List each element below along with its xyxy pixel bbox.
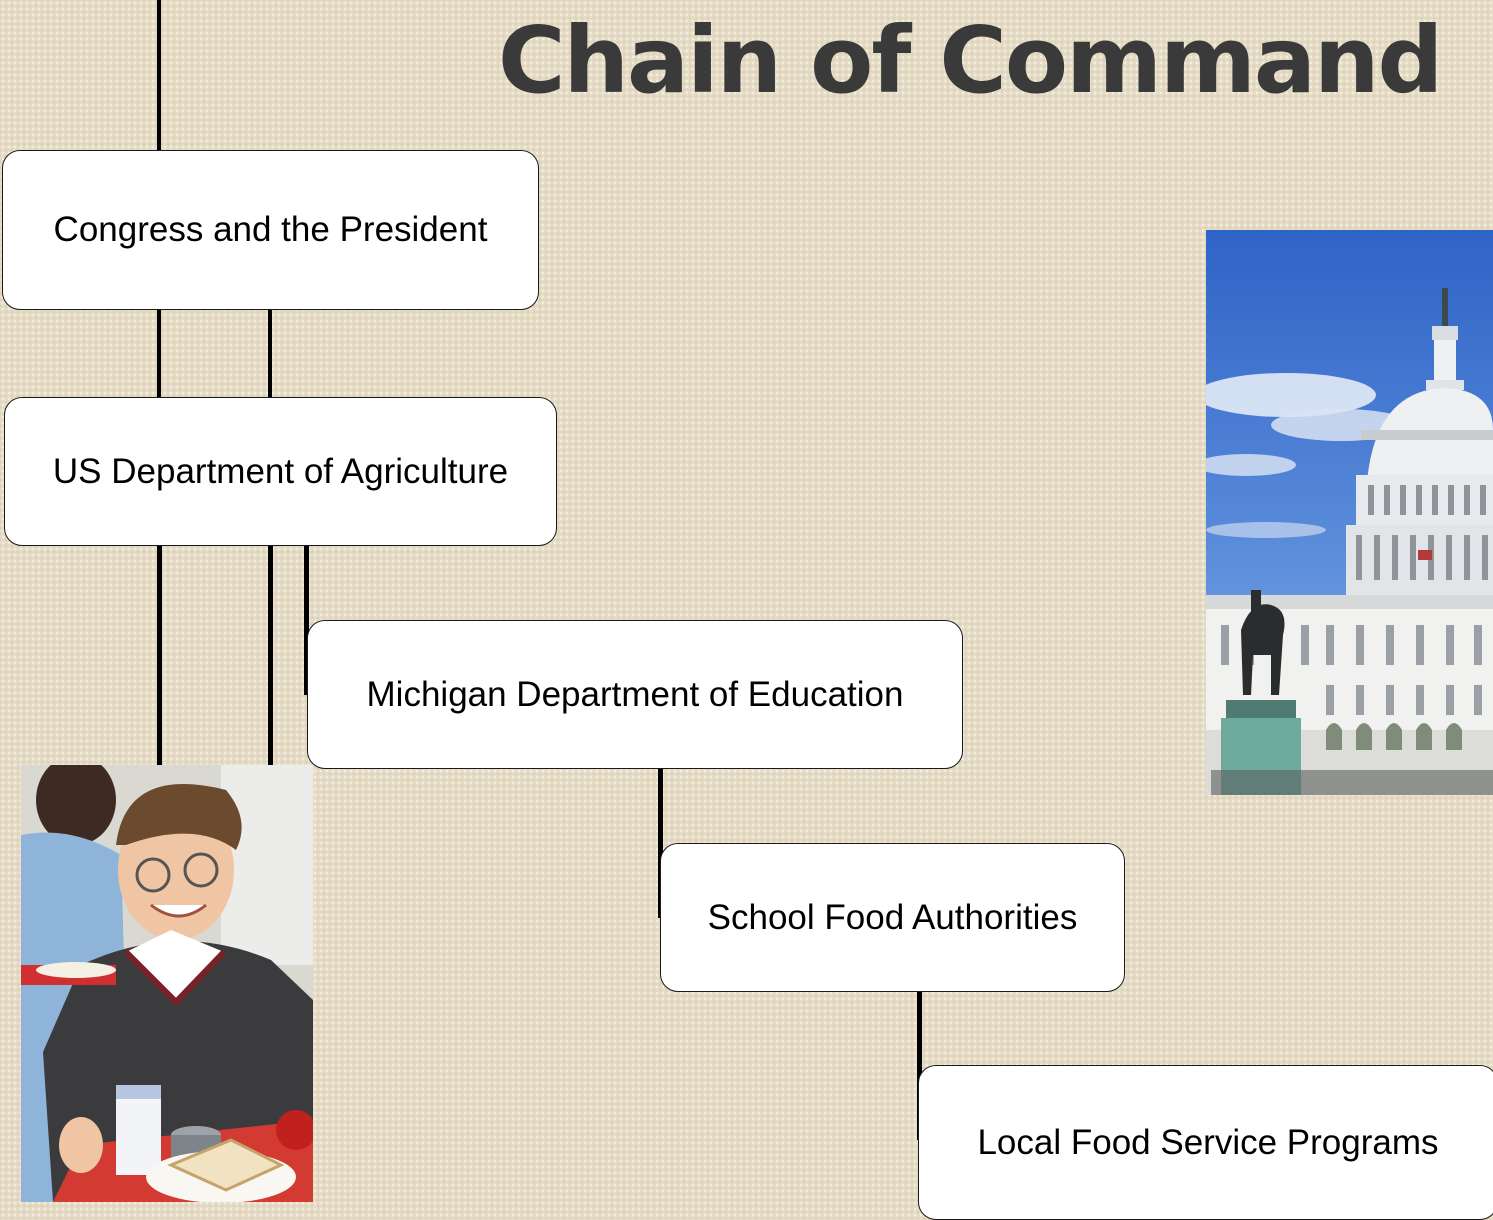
- page-title: Chain of Command: [498, 7, 1443, 114]
- connector-line: [917, 990, 922, 1140]
- node-us-department-of-agriculture: US Department of Agriculture: [4, 397, 557, 546]
- node-local-food-service-programs: Local Food Service Programs: [918, 1065, 1493, 1220]
- connector-line: [157, 308, 161, 400]
- connector-line: [268, 308, 272, 400]
- node-label: Local Food Service Programs: [977, 1122, 1439, 1162]
- node-label: School Food Authorities: [707, 897, 1078, 937]
- node-label: Michigan Department of Education: [366, 674, 904, 714]
- student-lunch-tray-photo: [21, 765, 313, 1202]
- node-congress-and-president: Congress and the President: [2, 150, 539, 310]
- node-label: Congress and the President: [53, 210, 488, 249]
- connector-line: [157, 545, 162, 767]
- node-michigan-department-of-education: Michigan Department of Education: [307, 620, 963, 769]
- connector-line: [304, 545, 309, 695]
- node-school-food-authorities: School Food Authorities: [660, 843, 1125, 992]
- connector-line: [157, 0, 161, 152]
- us-capitol-photo: [1206, 230, 1493, 795]
- node-label: US Department of Agriculture: [52, 451, 509, 491]
- connector-line: [268, 545, 273, 767]
- connector-line: [658, 768, 663, 918]
